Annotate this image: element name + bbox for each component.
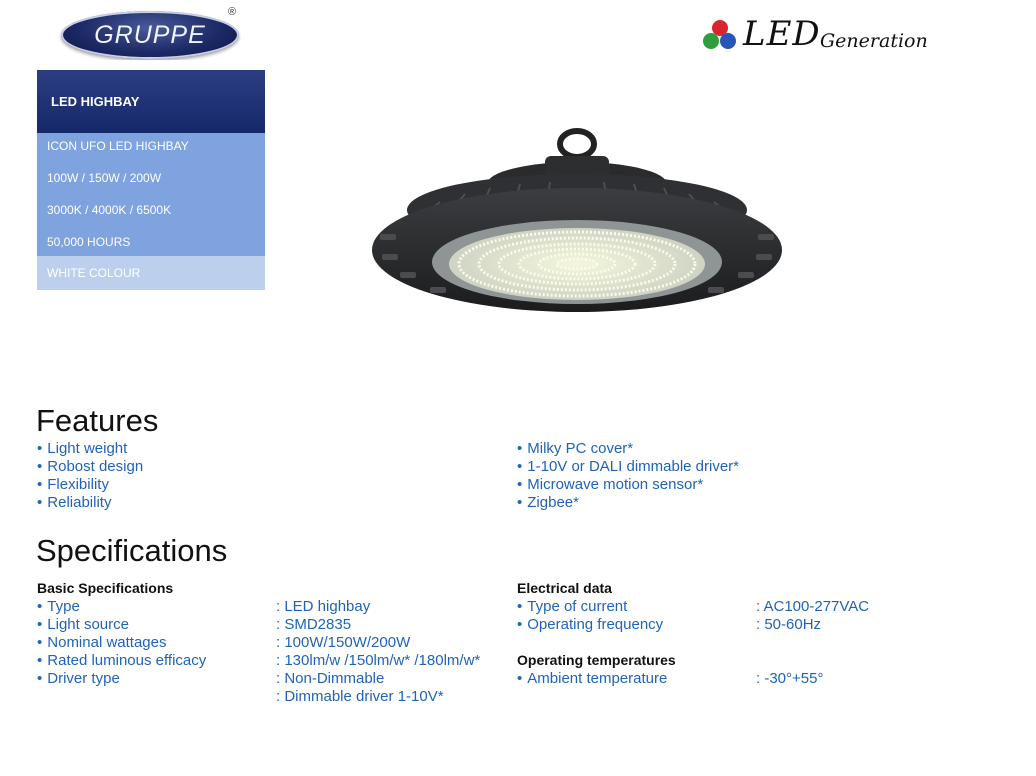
sidebar-title: LED HIGHBAY [51, 94, 140, 109]
spec-value: : 130lm/w /150lm/w* /180lm/w* [276, 652, 481, 669]
brand-led-text: LED [743, 14, 821, 54]
spec-value: : 100W/150W/200W [276, 634, 411, 651]
sidebar-header [37, 70, 265, 133]
feature-item: •Flexibility [37, 476, 109, 493]
spec-value: : -30°+55° [756, 670, 824, 687]
spec-value-extra: : Dimmable driver 1-10V* [276, 688, 444, 705]
spec-value: : 50-60Hz [756, 616, 822, 633]
spec-row: •Operating frequency [517, 616, 664, 633]
feature-item: •1-10V or DALI dimmable driver* [517, 458, 740, 475]
feature-item: •Microwave motion sensor* [517, 476, 704, 493]
ufo-highbay-product-image [372, 128, 782, 312]
spec-row: •Type of current [517, 598, 628, 615]
sidebar-item-cct: 3000K / 4000K / 6500K [47, 203, 172, 217]
brand-dot-red [712, 20, 728, 36]
sidebar-item-lifetime: 50,000 HOURS [47, 235, 131, 249]
features-heading: Features [36, 403, 159, 438]
spec-row: •Driver type [37, 670, 120, 687]
sidebar-item-colour: WHITE COLOUR [47, 266, 141, 280]
sidebar-header-curve [37, 60, 265, 80]
brand-dot-green [703, 33, 719, 49]
spec-row: •Rated luminous efficacy [37, 652, 207, 669]
gruppe-logo [37, 0, 265, 75]
spec-value: : AC100-277VAC [756, 598, 870, 615]
spec-value: : LED highbay [276, 598, 371, 615]
logo-text: GRUPPE [94, 21, 206, 49]
feature-item: •Light weight [37, 440, 128, 457]
sidebar-item-wattage: 100W / 150W / 200W [47, 171, 162, 185]
spec-value: : SMD2835 [276, 616, 352, 633]
led-generation-brand: LED Generation [700, 12, 940, 60]
specifications-heading: Specifications [36, 533, 228, 568]
feature-item: •Robost design [37, 458, 144, 475]
feature-item: •Milky PC cover* [517, 440, 634, 457]
logo-registered-mark: ® [228, 6, 237, 18]
sidebar-last-item-bg [37, 256, 265, 290]
brand-dot-blue [720, 33, 736, 49]
operating-temperatures-title: Operating temperatures [517, 652, 676, 668]
feature-item: •Zigbee* [517, 494, 579, 511]
spec-row: •Type [37, 598, 80, 615]
basic-specs-title: Basic Specifications [37, 580, 174, 596]
spec-row: •Light source [37, 616, 129, 633]
spec-value: : Non-Dimmable [276, 670, 385, 687]
spec-row: •Ambient temperature [517, 670, 668, 687]
brand-generation-text: Generation [820, 30, 928, 52]
sidebar-item-model: ICON UFO LED HIGHBAY [47, 139, 189, 153]
feature-item: •Reliability [37, 494, 112, 511]
electrical-data-title: Electrical data [517, 580, 612, 596]
spec-row: •Nominal wattages [37, 634, 167, 651]
logo-oval [61, 11, 239, 59]
sidebar-list [37, 133, 265, 256]
